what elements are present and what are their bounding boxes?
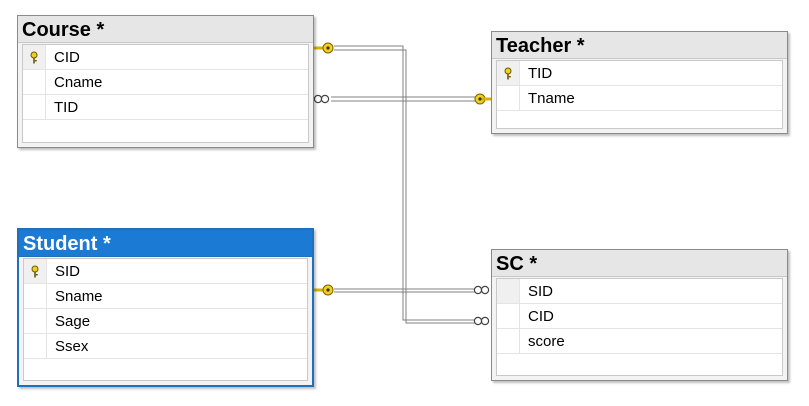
column-name: Sage <box>55 313 91 330</box>
row-selector <box>497 329 520 353</box>
column-name: CID <box>54 49 80 66</box>
infinity-icon <box>473 316 490 326</box>
column-row[interactable]: Cname <box>23 70 308 95</box>
table-student[interactable]: Student * SID Sname Sage Ssex <box>17 228 314 387</box>
row-selector <box>497 304 520 328</box>
key-icon <box>504 67 512 80</box>
row-selector <box>23 70 46 94</box>
table-course[interactable]: Course * CID Cname TID <box>17 15 314 148</box>
column-row[interactable]: Sname <box>24 284 307 309</box>
column-name: Ssex <box>55 338 89 355</box>
column-grid: SID CID score <box>496 278 783 376</box>
key-icon <box>30 51 38 64</box>
table-title[interactable]: Student * <box>19 230 312 257</box>
relationship-sc-course[interactable] <box>334 45 475 324</box>
column-name: score <box>528 333 565 350</box>
column-name: SID <box>528 283 554 300</box>
row-selector <box>497 61 520 85</box>
column-name: Tname <box>528 90 575 107</box>
column-grid: SID Sname Sage Ssex <box>23 258 308 381</box>
table-title[interactable]: SC * <box>492 250 787 277</box>
column-row[interactable]: Tname <box>497 86 782 111</box>
column-grid: TID Tname <box>496 60 783 129</box>
row-selector <box>24 259 47 283</box>
column-name: Sname <box>55 288 103 305</box>
relationship-course-teacher[interactable] <box>331 96 477 102</box>
column-row[interactable]: SID <box>24 259 307 284</box>
row-selector <box>497 86 520 110</box>
row-selector <box>24 284 47 308</box>
relationship-sc-student[interactable] <box>334 288 475 293</box>
column-row[interactable]: Ssex <box>24 334 307 359</box>
infinity-icon <box>473 285 490 295</box>
column-name: SID <box>55 263 81 280</box>
infinity-icon <box>313 94 330 104</box>
row-selector <box>497 279 520 303</box>
key-icon <box>474 93 493 105</box>
column-row[interactable]: Sage <box>24 309 307 334</box>
column-row[interactable]: TID <box>497 61 782 86</box>
column-name: CID <box>528 308 554 325</box>
table-teacher[interactable]: Teacher * TID Tname <box>491 31 788 134</box>
table-sc[interactable]: SC * SID CID score <box>491 249 788 381</box>
table-title[interactable]: Course * <box>18 16 313 43</box>
key-icon <box>31 265 39 278</box>
column-name: TID <box>528 65 553 82</box>
row-selector <box>24 309 47 333</box>
column-grid: CID Cname TID <box>22 44 309 143</box>
column-row[interactable]: TID <box>23 95 308 120</box>
key-icon <box>314 284 334 296</box>
column-row[interactable]: score <box>497 329 782 354</box>
column-row[interactable]: SID <box>497 279 782 304</box>
column-name: Cname <box>54 74 103 91</box>
row-selector <box>23 95 46 119</box>
column-name: TID <box>54 99 79 116</box>
table-title[interactable]: Teacher * <box>492 32 787 59</box>
row-selector <box>23 45 46 69</box>
key-icon <box>314 42 334 54</box>
column-row[interactable]: CID <box>23 45 308 70</box>
row-selector <box>24 334 47 358</box>
column-row[interactable]: CID <box>497 304 782 329</box>
